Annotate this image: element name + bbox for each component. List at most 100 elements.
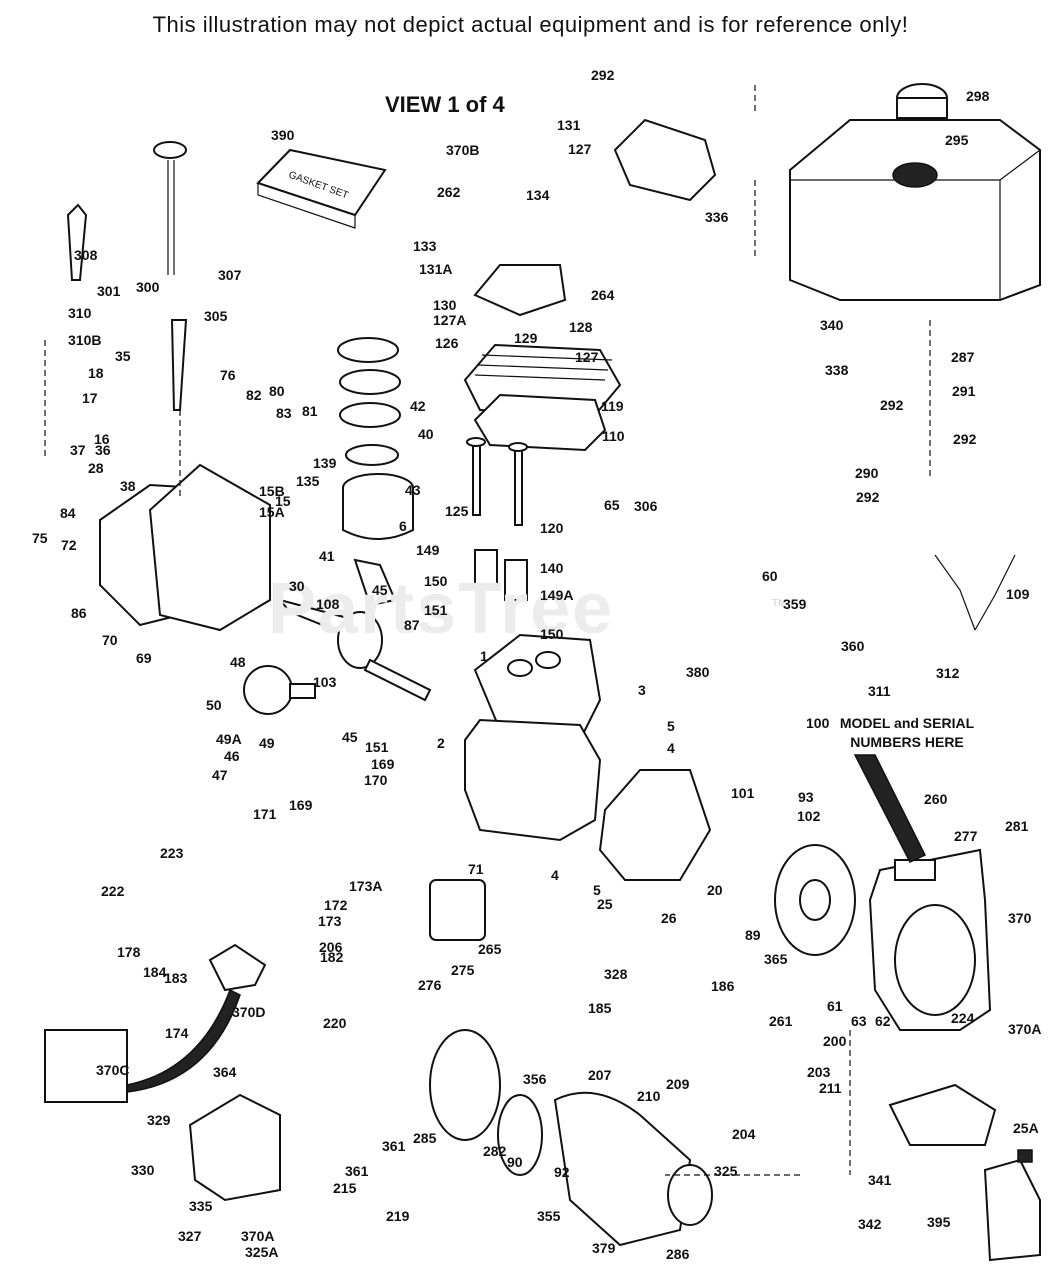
callout-label: 370 bbox=[1008, 910, 1032, 926]
callout-label: 327 bbox=[178, 1228, 202, 1244]
callout-label: 370A bbox=[1008, 1021, 1042, 1037]
callout-label: 6 bbox=[399, 518, 407, 534]
callout-label: 4 bbox=[667, 740, 675, 756]
callout-label: 390 bbox=[271, 127, 295, 143]
fuel-can-cap bbox=[1017, 1149, 1033, 1163]
callout-label: 276 bbox=[418, 977, 442, 993]
disclaimer-text: This illustration may not depict actual … bbox=[152, 12, 909, 37]
callout-label: 342 bbox=[858, 1216, 882, 1232]
callout-label: 260 bbox=[924, 791, 948, 807]
callout-label: 341 bbox=[868, 1172, 892, 1188]
callout-label: 2 bbox=[437, 735, 445, 751]
callout-label: 340 bbox=[820, 317, 844, 333]
callout-label: 325A bbox=[245, 1244, 279, 1260]
callout-label: 89 bbox=[745, 927, 761, 943]
callout-label: 151 bbox=[365, 739, 389, 755]
callout-label: 356 bbox=[523, 1071, 547, 1087]
callout-label: 183 bbox=[164, 970, 188, 986]
callout-label: 15B bbox=[259, 483, 285, 499]
callout-label: 209 bbox=[666, 1076, 690, 1092]
callout-label: 28 bbox=[88, 460, 104, 476]
callout-label: 310 bbox=[68, 305, 92, 321]
callout-label: 48 bbox=[230, 654, 246, 670]
callout-label: 131 bbox=[557, 117, 581, 133]
callout-label: 336 bbox=[705, 209, 729, 225]
callout-label: 305 bbox=[204, 308, 228, 324]
callout-label: 307 bbox=[218, 267, 242, 283]
callout-label: 359 bbox=[783, 596, 807, 612]
callout-label: 70 bbox=[102, 632, 118, 648]
callout-label: 292 bbox=[591, 67, 615, 83]
callout-label: 335 bbox=[189, 1198, 213, 1214]
callout-label: 17 bbox=[82, 390, 98, 406]
callout-label: 16 bbox=[94, 431, 110, 447]
valves bbox=[466, 437, 528, 601]
callout-label: 15A bbox=[259, 504, 285, 520]
shroud-25a bbox=[888, 1083, 997, 1146]
connecting-rod bbox=[353, 558, 397, 607]
callout-label: 43 bbox=[405, 482, 421, 498]
gas-cap bbox=[896, 83, 948, 119]
callout-label: 210 bbox=[637, 1088, 661, 1104]
callout-label: 60 bbox=[762, 568, 778, 584]
callout-label: 223 bbox=[160, 845, 184, 861]
piston bbox=[342, 473, 414, 540]
callout-label: 365 bbox=[764, 951, 788, 967]
callout-label: 379 bbox=[592, 1240, 616, 1256]
carburetor bbox=[208, 943, 267, 992]
callout-label: 127 bbox=[575, 349, 599, 365]
callout-label: 42 bbox=[410, 398, 426, 414]
callout-label: 306 bbox=[634, 498, 658, 514]
callout-label: 360 bbox=[841, 638, 865, 654]
callout-label: 5 bbox=[593, 882, 601, 898]
callout-label: 25A bbox=[1013, 1120, 1039, 1136]
callout-label: 364 bbox=[213, 1064, 237, 1080]
callout-label: 101 bbox=[731, 785, 755, 801]
callout-label: 184 bbox=[143, 964, 167, 980]
callout-label: 150 bbox=[424, 573, 448, 589]
callout-label: 325 bbox=[714, 1163, 738, 1179]
callout-label: 186 bbox=[711, 978, 735, 994]
callout-label: 20 bbox=[707, 882, 723, 898]
callout-label: 139 bbox=[313, 455, 337, 471]
starter-cup bbox=[497, 1094, 543, 1176]
callout-label: 75 bbox=[32, 530, 48, 546]
callout-label: 262 bbox=[437, 184, 461, 200]
callout-label: 5 bbox=[667, 718, 675, 734]
callout-label: 30 bbox=[289, 578, 305, 594]
callout-label: 109 bbox=[1006, 586, 1030, 602]
watermark: PartsTree bbox=[268, 569, 615, 649]
callout-label: 133 bbox=[413, 238, 437, 254]
callout-label: 86 bbox=[71, 605, 87, 621]
callout-label: 120 bbox=[540, 520, 564, 536]
callout-label: 92 bbox=[554, 1164, 570, 1180]
screen bbox=[429, 1029, 501, 1141]
callout-label: 128 bbox=[569, 319, 593, 335]
head-plate bbox=[473, 264, 567, 317]
callout-label: 291 bbox=[952, 383, 976, 399]
callout-label: 80 bbox=[269, 383, 285, 399]
callout-label: 287 bbox=[951, 349, 975, 365]
callout-label: 4 bbox=[551, 867, 559, 883]
callout-label: 204 bbox=[732, 1126, 756, 1142]
callout-label: 83 bbox=[276, 405, 292, 421]
callout-label: 281 bbox=[1005, 818, 1029, 834]
callout-label: 82 bbox=[246, 387, 262, 403]
callout-label: 149A bbox=[540, 587, 574, 603]
callout-label: 110 bbox=[602, 428, 625, 444]
callout-label: 292 bbox=[880, 397, 904, 413]
callout-label: 135 bbox=[296, 473, 320, 489]
flywheel bbox=[774, 844, 856, 956]
callout-label: 49A bbox=[216, 731, 242, 747]
callout-label: 25 bbox=[597, 896, 613, 912]
callout-label: 265 bbox=[478, 941, 502, 957]
callout-label: 169 bbox=[289, 797, 313, 813]
callout-label: 140 bbox=[540, 560, 564, 576]
callout-label: 15 bbox=[275, 493, 291, 509]
gas-tank bbox=[789, 119, 1041, 301]
dipstick-tube bbox=[66, 141, 188, 411]
guide-lines bbox=[44, 85, 931, 1176]
model-serial-line-2: NUMBERS HERE bbox=[850, 734, 964, 750]
callout-label: 37 bbox=[70, 442, 86, 458]
